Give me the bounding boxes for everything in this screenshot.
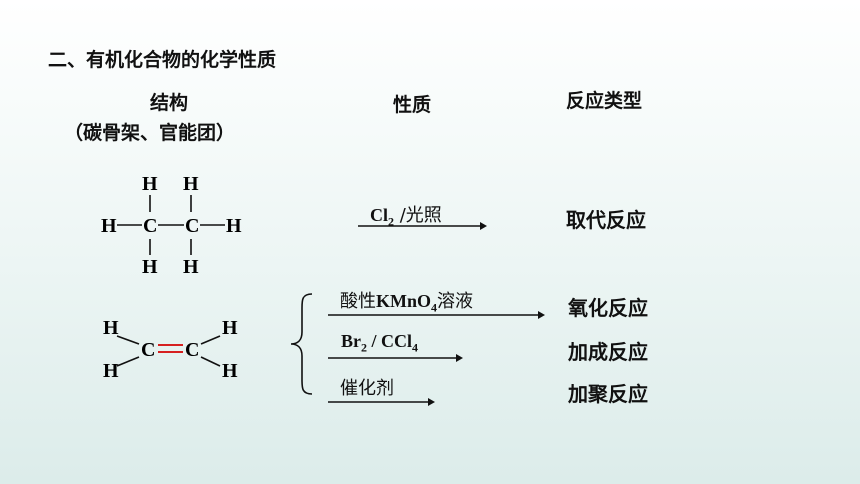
reaction-type-oxidation: 氧化反应: [568, 296, 648, 320]
atom-h: H: [222, 317, 238, 339]
atom-h: H: [142, 173, 158, 195]
atom-h: H: [142, 256, 158, 278]
reaction-type-substitution: 取代反应: [566, 208, 646, 232]
column-header-structure-sub: （碳骨架、官能团）: [64, 122, 236, 144]
atom-c: C: [141, 339, 155, 361]
atom-h: H: [103, 317, 119, 339]
reaction-arrow: [358, 222, 487, 230]
reaction-arrow: [328, 354, 463, 362]
atom-c: C: [185, 339, 199, 361]
ethylene-structure: H H C C H H: [103, 317, 238, 382]
reagent-catalyst: 催化剂: [340, 378, 394, 399]
atom-c: C: [185, 215, 199, 237]
reaction-type-addition-polymerization: 加聚反应: [568, 382, 648, 406]
reaction-arrow: [328, 398, 435, 406]
atom-c: C: [143, 215, 157, 237]
column-header-property: 性质: [393, 94, 432, 116]
atom-h: H: [183, 256, 199, 278]
page-title: 二、有机化合物的化学性质: [48, 49, 277, 71]
reaction-type-addition: 加成反应: [568, 340, 648, 364]
atom-h: H: [103, 360, 119, 382]
curly-brace: [290, 293, 313, 395]
column-header-structure: 结构: [150, 92, 189, 114]
atom-h: H: [101, 215, 117, 237]
ethane-structure: H H H C C H H H: [101, 173, 242, 278]
column-header-reaction-type: 反应类型: [566, 90, 643, 112]
atom-h: H: [183, 173, 199, 195]
reagent-acidic-kmno4: 酸性KMnO4溶液: [340, 291, 474, 315]
atom-h: H: [222, 360, 238, 382]
reaction-arrow: [328, 311, 545, 319]
reagent-chlorine-light: Cl2 /光照: [370, 205, 442, 229]
atom-h: H: [226, 215, 242, 237]
reagent-bromine-ccl4: Br2 / CCl4: [341, 331, 418, 355]
